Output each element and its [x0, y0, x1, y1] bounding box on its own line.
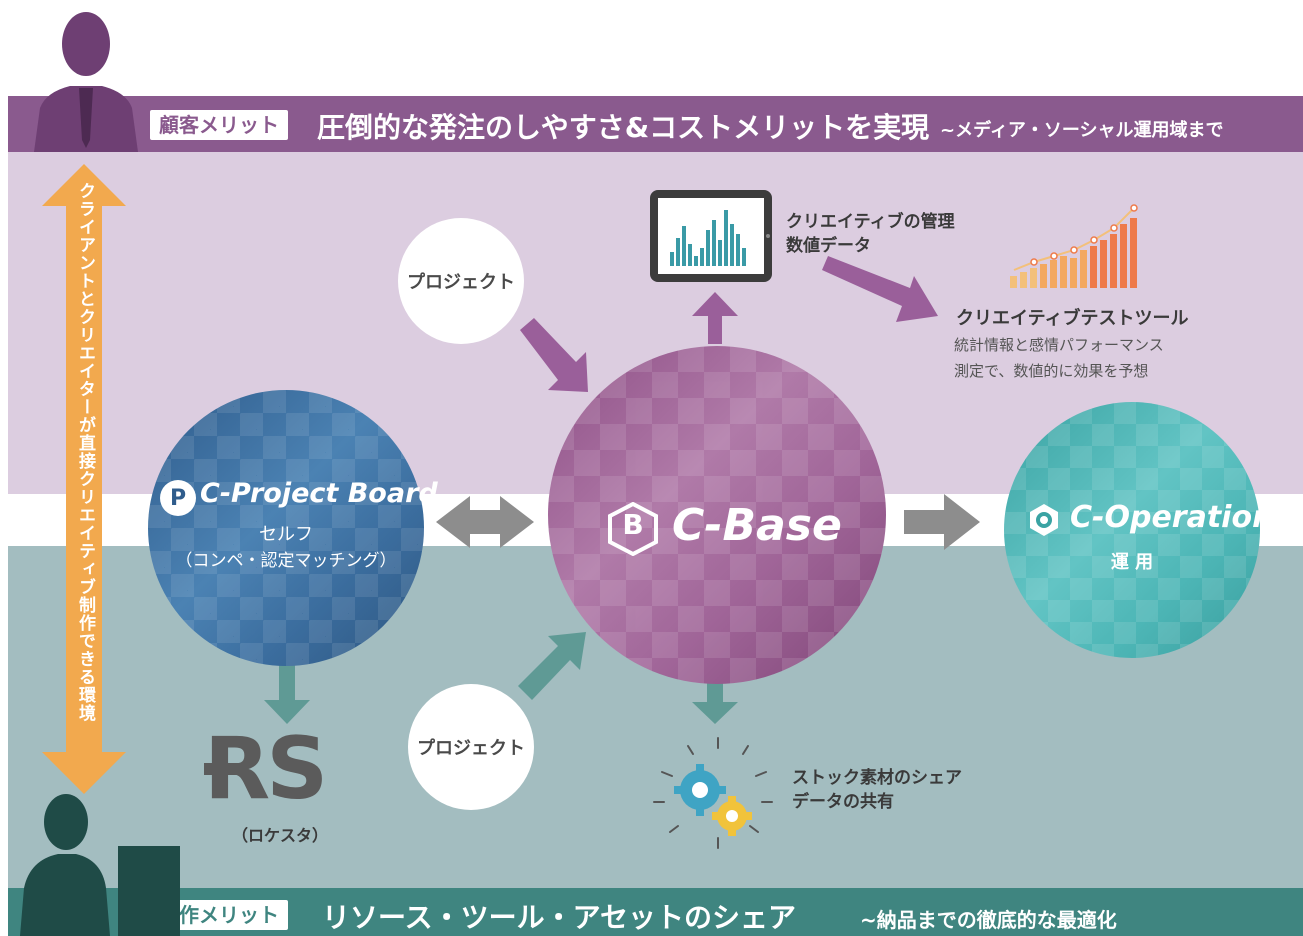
customer-merit-subtitle: ~メディア・ソーシャル運用域まで: [940, 120, 1224, 141]
client-creator-double-arrow: [42, 164, 126, 794]
arrow-cbase-to-stock: [692, 676, 738, 724]
c-project-board-line2: （コンペ・認定マッチング）: [175, 551, 397, 571]
test-tool-title: クリエイティブテストツール: [956, 308, 1189, 329]
rs-logo-bar: [204, 763, 240, 775]
growth-chart-icon: [1010, 204, 1138, 288]
test-tool-desc: 統計情報と感情パフォーマンス 測定で、数値的に効果を予想: [954, 332, 1164, 384]
c-project-board-logo-letter: P: [169, 485, 187, 511]
c-project-board-name: C-Project Board: [200, 478, 438, 509]
test-tool-desc-line2: 測定で、数値的に効果を予想: [954, 362, 1149, 380]
arrow-board-cbase-bidirectional: [436, 496, 534, 548]
arrow-cbase-to-analytics: [692, 292, 738, 344]
rs-label: （ロケスタ）: [232, 826, 329, 845]
c-base-logo-letter: B: [622, 508, 644, 541]
production-merit-subtitle: ~納品までの徹底的な最適化: [860, 908, 1117, 932]
project-bubble-top: プロジェクト: [398, 218, 524, 344]
project-bubble-bottom: プロジェクト: [408, 684, 534, 810]
customer-merit-title: 圧倒的な発注のしやすさ&コストメリットを実現: [317, 111, 930, 144]
tile-pattern: [548, 346, 886, 684]
stock-label-line1: ストック素材のシェア: [792, 768, 962, 788]
arrow-project-to-cbase: [520, 318, 588, 392]
tile-pattern: [148, 390, 424, 666]
c-project-board-line1: セルフ: [259, 524, 313, 545]
stock-label: ストック素材のシェア データの共有: [792, 766, 962, 814]
arrow-analytics-to-testtool: [822, 256, 938, 322]
analytics-label-line1: クリエイティブの管理: [786, 212, 955, 232]
c-operation-logo-icon: [1030, 504, 1058, 536]
c-operation-line1: 運 用: [1110, 552, 1154, 573]
analytics-label-line2: 数値データ: [786, 236, 871, 256]
client-person-icon: [34, 12, 138, 152]
analytics-tablet-icon: [650, 190, 772, 282]
production-merit-title: リソース・ツール・アセットのシェア: [322, 901, 797, 934]
c-project-board-logo: P: [160, 480, 196, 516]
analytics-label: クリエイティブの管理 数値データ: [786, 210, 955, 258]
gears-icon: [653, 737, 773, 849]
c-operation-name: C-Operation: [1070, 500, 1274, 535]
c-base-name: C-Base: [672, 500, 842, 551]
customer-merit-badge: 顧客メリット: [150, 110, 288, 140]
c-project-board-circle: [148, 390, 424, 666]
side-arrow-caption: クライアントとクリエイターが直接クリエイティブ制作できる環境: [75, 182, 95, 722]
test-tool-desc-line1: 統計情報と感情パフォーマンス: [954, 336, 1164, 354]
creator-person-icon: [20, 794, 180, 936]
arrow-cbase-to-operation: [904, 494, 980, 550]
arrow-project-to-cbase-bottom: [518, 632, 586, 700]
c-base-logo-hexagon: [608, 502, 658, 556]
arrow-board-to-rs: [264, 640, 310, 724]
c-base-circle: [548, 346, 886, 684]
stock-label-line2: データの共有: [792, 792, 894, 812]
